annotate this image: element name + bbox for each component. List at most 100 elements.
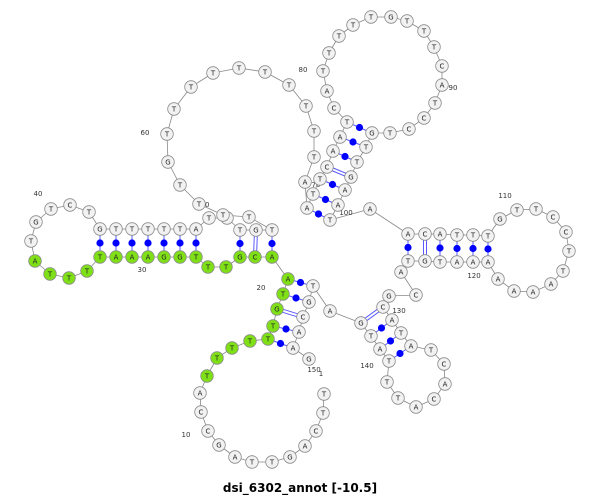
nucleotide-letter: A <box>297 329 302 337</box>
nucleotide-23: C <box>248 250 262 264</box>
nucleotide-83: T <box>346 18 360 32</box>
nucleotide-letter: A <box>414 404 419 412</box>
nucleotide-letter: A <box>399 269 404 277</box>
nucleotide-circle <box>266 319 280 333</box>
nucleotide-113: C <box>559 225 573 239</box>
nucleotide-circle <box>323 304 337 318</box>
nucleotide-letter: T <box>66 275 72 283</box>
nucleotide-6: T <box>265 455 279 469</box>
nucleotide-circle <box>481 255 495 269</box>
nucleotide-letter: G <box>306 299 311 307</box>
nucleotide-letter: T <box>310 283 316 291</box>
nucleotide-107: T <box>466 228 480 242</box>
nucleotide-5: G <box>283 450 297 464</box>
nucleotide-circle <box>417 111 431 125</box>
nucleotide-circle <box>189 222 203 236</box>
nucleotide-117: A <box>526 285 540 299</box>
nucleotide-38: T <box>24 234 38 248</box>
nucleotide-90: A <box>435 78 449 92</box>
nucleotide-circle <box>141 222 155 236</box>
nucleotide-letter: A <box>303 443 308 451</box>
nucleotide-124: G <box>418 254 432 268</box>
nucleotide-letter: T <box>321 391 327 399</box>
nucleotide-letter: A <box>496 276 501 284</box>
pair-dot <box>160 239 168 247</box>
nucleotide-132: A <box>404 339 418 353</box>
nucleotide-35: T <box>62 271 76 285</box>
nucleotide-52: T <box>233 223 247 237</box>
nucleotide-letter: A <box>438 231 443 239</box>
pair-dot <box>469 244 477 253</box>
nucleotide-22: A <box>265 250 279 264</box>
nucleotide-circle <box>544 277 558 291</box>
nucleotide-14: T <box>210 351 224 365</box>
nucleotide-circle <box>326 144 340 158</box>
nucleotide-circle <box>331 198 345 212</box>
nucleotide-121: A <box>466 255 480 269</box>
nucleotide-94: T <box>383 126 397 140</box>
nucleotide-letter: G <box>253 227 258 235</box>
nucleotide-103: A <box>401 227 415 241</box>
nucleotide-letter: C <box>325 164 330 172</box>
nucleotide-circle <box>282 78 296 92</box>
nucleotide-circle <box>243 334 257 348</box>
pair-dot <box>355 123 364 132</box>
nucleotide-circle <box>562 244 576 258</box>
position-label-90: 90 <box>449 84 458 92</box>
nucleotide-139: T <box>380 375 394 389</box>
nucleotide-letter: C <box>332 105 337 113</box>
nucleotide-circle <box>93 250 107 264</box>
nucleotide-circle <box>228 450 242 464</box>
nucleotide-circle <box>438 377 452 391</box>
nucleotide-circle <box>125 222 139 236</box>
nucleotide-54: T <box>265 223 279 237</box>
nucleotide-50: T <box>202 211 216 225</box>
nucleotide-circle <box>450 228 464 242</box>
nucleotide-circle <box>249 223 263 237</box>
nucleotide-letter: T <box>196 201 202 209</box>
pair-dot <box>128 239 136 247</box>
nucleotide-letter: A <box>328 308 333 316</box>
nucleotide-circle <box>125 250 139 264</box>
position-label-150: 150 <box>307 366 320 374</box>
nucleotide-127: C <box>409 288 423 302</box>
nucleotide-letter: T <box>249 459 255 467</box>
nucleotide-circle <box>201 424 215 438</box>
nucleotide-letter: T <box>368 14 374 22</box>
nucleotide-circle <box>359 140 373 154</box>
nucleotide-letter: T <box>404 18 410 26</box>
nucleotide-circle <box>437 357 451 371</box>
nucleotide-letter: C <box>381 304 386 312</box>
nucleotide-circle <box>307 124 321 138</box>
nucleotide-circle <box>346 18 360 32</box>
nucleotide-circle <box>382 289 396 303</box>
nucleotide-circle <box>435 59 449 73</box>
nucleotide-55: T <box>242 210 256 224</box>
nucleotide-letter: A <box>409 343 414 351</box>
nucleotide-letter: T <box>286 82 292 90</box>
nucleotide-circle <box>242 210 256 224</box>
nucleotide-134: C <box>437 357 451 371</box>
nucleotide-letter: T <box>432 100 438 108</box>
position-label-40: 40 <box>34 190 43 198</box>
nucleotide-69: T <box>307 150 321 164</box>
nucleotide-letter: A <box>443 381 448 389</box>
nucleotide-circle <box>82 205 96 219</box>
nucleotide-circle <box>29 215 43 229</box>
nucleotide-letter: G <box>369 130 374 138</box>
nucleotide-letter: T <box>437 259 443 267</box>
nucleotide-letter: T <box>247 338 253 346</box>
nucleotide-letter: T <box>514 207 520 215</box>
nucleotide-133: T <box>424 343 438 357</box>
nucleotide-136: C <box>427 392 441 406</box>
nucleotide-letter: A <box>303 179 308 187</box>
nucleotide-circle <box>383 126 397 140</box>
nucleotide-47: T <box>157 222 171 236</box>
nucleotide-28: G <box>173 250 187 264</box>
nucleotide-circle <box>481 229 495 243</box>
nucleotide-letter: G <box>177 254 182 262</box>
nucleotide-110: T <box>510 203 524 217</box>
nucleotide-letter: T <box>470 232 476 240</box>
nucleotide-140: T <box>382 354 396 368</box>
nucleotide-circle <box>529 202 543 216</box>
